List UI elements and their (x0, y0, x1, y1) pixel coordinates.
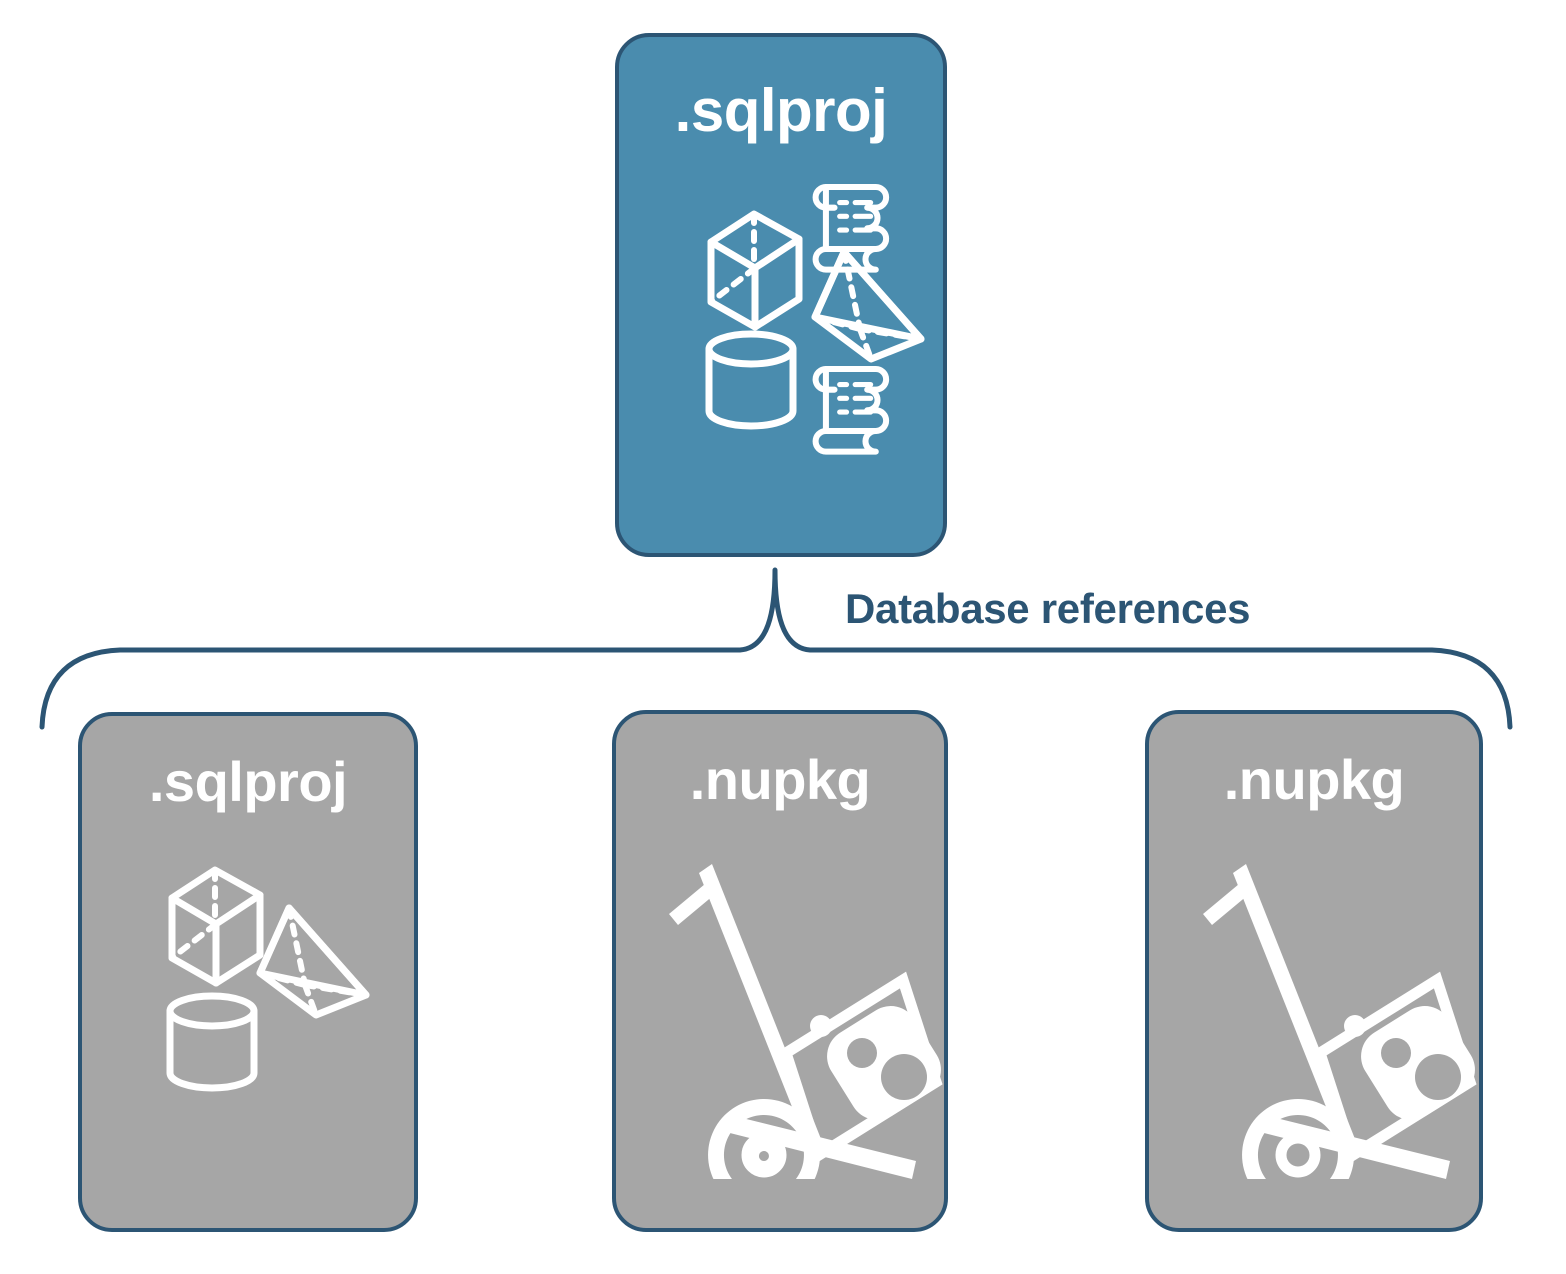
reference-node-artwork (82, 856, 422, 1116)
scroll-icon (812, 366, 890, 455)
reference-node-artwork (1149, 849, 1487, 1211)
cube-icon (168, 866, 264, 987)
reference-node-sqlproj[interactable]: .sqlproj (78, 712, 418, 1232)
root-node-sqlproj[interactable]: .sqlproj (615, 33, 947, 557)
connector-label: Database references (845, 585, 1251, 632)
nuget-package-icon (779, 971, 943, 1164)
curly-brace (39, 567, 1513, 730)
nuget-package-icon (1313, 971, 1477, 1164)
cylinder-icon (166, 992, 258, 1092)
pyramid-icon (256, 904, 370, 1019)
reference-node-nupkg-1[interactable]: .nupkg (612, 710, 948, 1232)
cube-icon (707, 210, 803, 331)
reference-node-title: .sqlproj (148, 750, 348, 813)
scroll-icon (812, 184, 890, 273)
reference-node-artwork (616, 849, 952, 1211)
pyramid-icon (811, 248, 925, 363)
reference-node-title: .nupkg (689, 748, 871, 811)
reference-node-title: .nupkg (1223, 748, 1405, 811)
cylinder-icon (705, 330, 797, 430)
root-node-title: .sqlproj (674, 77, 888, 144)
root-node-artwork (619, 167, 951, 467)
reference-node-nupkg-2[interactable]: .nupkg (1145, 710, 1483, 1232)
